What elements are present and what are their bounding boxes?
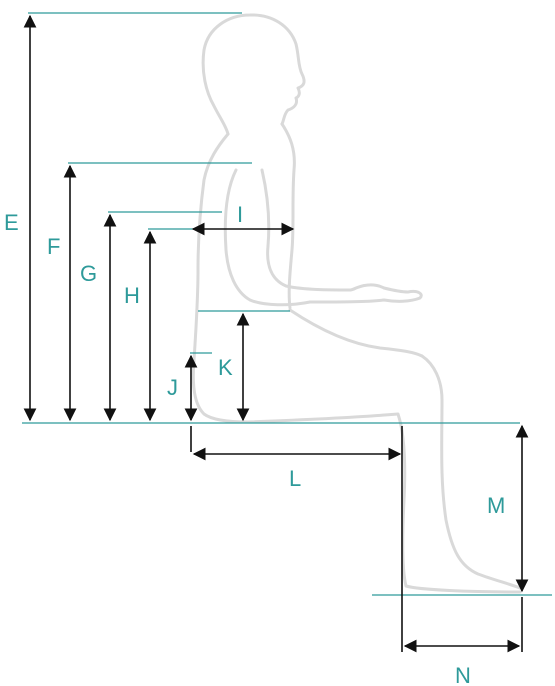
label-N: N <box>455 663 471 686</box>
label-J: J <box>167 375 178 400</box>
label-H: H <box>124 283 140 308</box>
label-I: I <box>237 202 243 227</box>
label-F: F <box>47 234 60 259</box>
seated-figure-outline <box>191 13 522 594</box>
label-K: K <box>218 355 233 380</box>
arm-inner-outline <box>260 168 352 292</box>
label-L: L <box>289 466 301 491</box>
dimension-lines <box>23 14 529 653</box>
label-M: M <box>487 493 505 518</box>
chest-outline <box>280 122 296 310</box>
thigh-outline <box>288 308 424 358</box>
head-outline <box>201 13 306 136</box>
guide-lines <box>22 12 552 596</box>
upper-arm-outline <box>223 168 312 307</box>
dimension-labels: E F G H I J K L M N <box>4 202 505 686</box>
back-outline <box>191 132 250 424</box>
hand-outline <box>308 283 423 304</box>
leg-back-outline <box>246 412 522 594</box>
label-G: G <box>80 261 97 286</box>
shin-outline <box>420 354 522 590</box>
label-E: E <box>4 210 19 235</box>
